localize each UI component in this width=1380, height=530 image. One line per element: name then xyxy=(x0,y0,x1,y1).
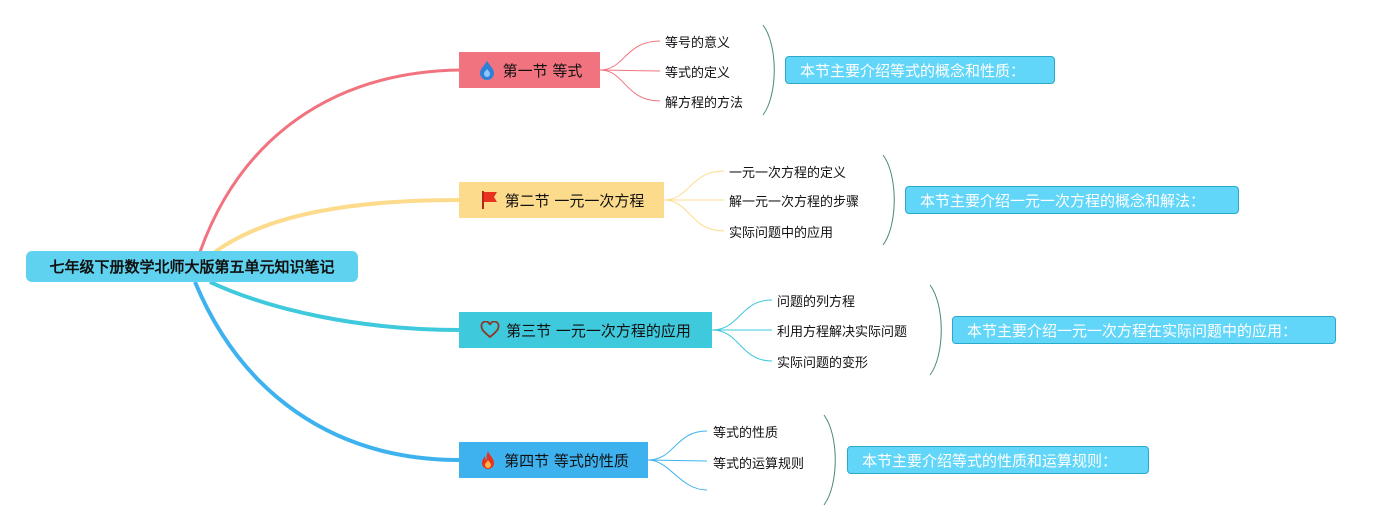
leaf-lines-3 xyxy=(711,299,773,362)
summary-text: 本节主要介绍等式的概念和性质： xyxy=(800,61,1026,80)
leaf-item[interactable]: 等式的定义 xyxy=(665,66,731,81)
topic-title: 第四节 等式的性质 xyxy=(504,451,629,470)
topic-section-4[interactable]: 第四节 等式的性质 xyxy=(459,442,648,478)
bracket-3 xyxy=(929,284,942,376)
leaf-item[interactable]: 等式的性质 xyxy=(713,426,779,441)
bracket-1 xyxy=(762,24,775,116)
branch-line-4 xyxy=(193,281,461,462)
root-title: 七年级下册数学北师大版第五单元知识笔记 xyxy=(49,258,335,276)
leaf-item[interactable]: 一元一次方程的定义 xyxy=(729,166,847,181)
leaf-lines-4 xyxy=(647,430,708,491)
red-flag-icon xyxy=(479,190,499,210)
summary-text: 本节主要介绍等式的性质和运算规则： xyxy=(862,451,1118,470)
summary-text: 本节主要介绍一元一次方程在实际问题中的应用： xyxy=(967,321,1298,340)
leaf-item[interactable]: 解一元一次方程的步骤 xyxy=(729,195,860,210)
summary-box-2[interactable]: 本节主要介绍一元一次方程的概念和解法： xyxy=(905,186,1239,214)
summary-box-4[interactable]: 本节主要介绍等式的性质和运算规则： xyxy=(847,446,1149,474)
leaf-item[interactable]: 解方程的方法 xyxy=(665,96,744,111)
topic-section-1[interactable]: 第一节 等式 xyxy=(459,52,600,88)
leaf-item[interactable]: 实际问题中的应用 xyxy=(729,226,834,241)
root-topic[interactable]: 七年级下册数学北师大版第五单元知识笔记 xyxy=(26,251,358,282)
branch-line-1 xyxy=(198,68,461,253)
heart-icon xyxy=(480,320,500,340)
fire-icon xyxy=(478,450,498,470)
leaf-item[interactable]: 等式的运算规则 xyxy=(713,457,805,472)
topic-section-2[interactable]: 第二节 一元一次方程 xyxy=(459,182,664,218)
summary-box-3[interactable]: 本节主要介绍一元一次方程在实际问题中的应用： xyxy=(952,316,1336,344)
topic-section-3[interactable]: 第三节 一元一次方程的应用 xyxy=(459,312,712,348)
topic-title: 第三节 一元一次方程的应用 xyxy=(506,321,691,340)
bracket-4 xyxy=(823,414,836,506)
leaf-item[interactable]: 问题的列方程 xyxy=(777,295,856,310)
flame-drop-icon xyxy=(477,60,497,80)
leaf-item[interactable]: 利用方程解决实际问题 xyxy=(777,325,908,340)
bracket-2 xyxy=(882,154,895,246)
branch-line-2 xyxy=(213,198,461,254)
branch-line-3 xyxy=(209,280,461,332)
summary-text: 本节主要介绍一元一次方程的概念和解法： xyxy=(920,191,1206,210)
topic-title: 第一节 等式 xyxy=(502,61,583,80)
topic-title: 第二节 一元一次方程 xyxy=(504,191,645,210)
leaf-lines-1 xyxy=(599,40,661,102)
leaf-item[interactable]: 等号的意义 xyxy=(665,36,731,51)
leaf-item[interactable]: 实际问题的变形 xyxy=(777,356,869,371)
leaf-lines-2 xyxy=(663,170,725,232)
summary-box-1[interactable]: 本节主要介绍等式的概念和性质： xyxy=(785,56,1055,84)
